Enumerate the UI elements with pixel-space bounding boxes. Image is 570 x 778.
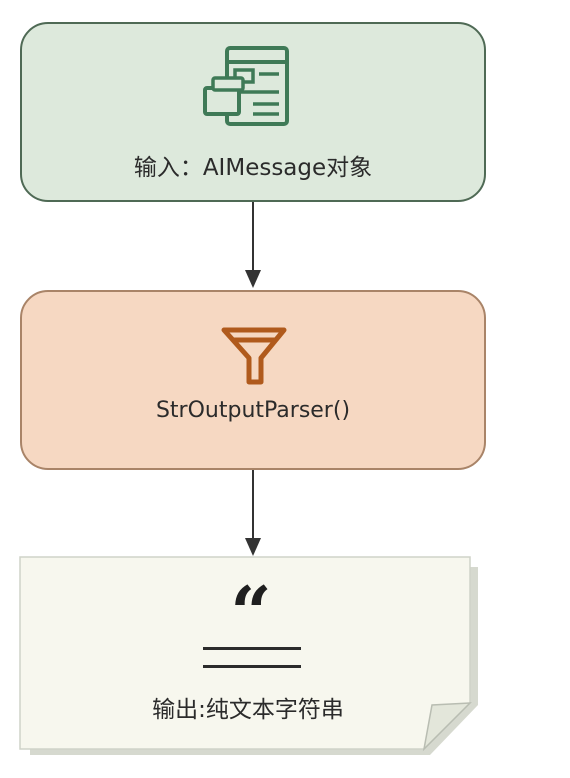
input-node: 输入：AIMessage对象 — [20, 22, 486, 202]
text-rule-1 — [203, 647, 301, 650]
arrow-parser-to-output — [245, 470, 261, 556]
output-node-label: 输出:纯文本字符串 — [152, 697, 344, 723]
arrow-input-to-parser — [245, 202, 261, 288]
funnel-icon — [221, 327, 287, 385]
output-node: “ 输出:纯文本字符串 — [18, 555, 478, 755]
parser-node-label: StrOutputParser() — [155, 398, 351, 423]
parser-node: StrOutputParser() — [20, 290, 486, 470]
document-icon — [203, 46, 289, 126]
input-node-label: 输入：AIMessage对象 — [133, 155, 373, 181]
text-rule-2 — [203, 665, 301, 668]
quote-icon: “ — [230, 570, 271, 655]
output-card-shape — [19, 556, 478, 755]
